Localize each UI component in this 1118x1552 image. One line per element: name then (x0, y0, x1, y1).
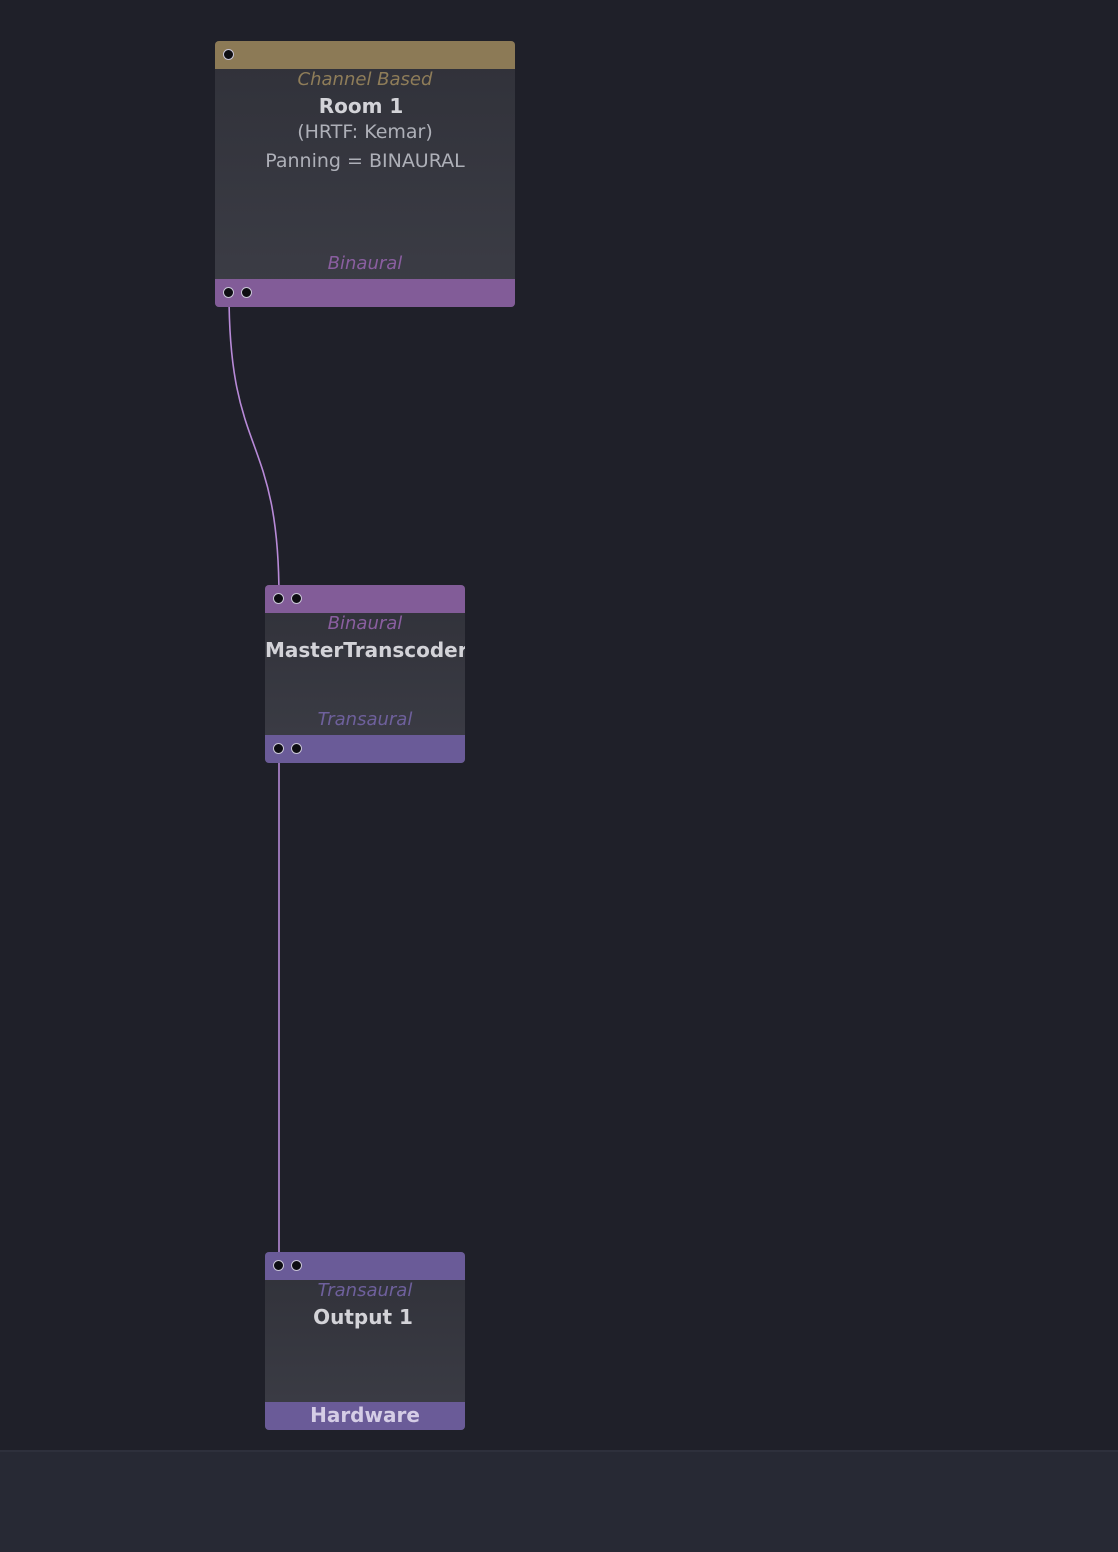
panning-label: Panning = BINAURAL (265, 150, 465, 172)
input-port-right[interactable] (291, 1260, 302, 1271)
node-output[interactable]: Transaural Output 1 Hardware (265, 1252, 465, 1430)
input-port-bar (265, 585, 465, 613)
output-port-right[interactable] (291, 743, 302, 754)
output-format-label: Binaural (327, 253, 403, 274)
hardware-label: Hardware (310, 1403, 420, 1427)
input-format-label: Channel Based (297, 69, 433, 90)
input-port[interactable] (223, 49, 234, 60)
node-title: Output 1 (313, 1305, 413, 1329)
input-format-label: Transaural (317, 1280, 413, 1301)
output-format-label: Transaural (317, 709, 413, 730)
hardware-bar: Hardware (265, 1402, 465, 1430)
input-port-left[interactable] (273, 593, 284, 604)
node-title: MasterTranscoder (265, 638, 465, 662)
connection-layer (228, 292, 280, 1265)
output-port-left[interactable] (223, 287, 234, 298)
input-port-bar (265, 1252, 465, 1280)
node-room[interactable]: Channel Based Room 1 (HRTF: Kemar) Panni… (215, 41, 515, 307)
hrtf-label: (HRTF: Kemar) (297, 121, 433, 143)
output-port-right[interactable] (241, 287, 252, 298)
connection-room-to-transcoder[interactable] (228, 292, 280, 599)
input-port-bar (215, 41, 515, 69)
input-port-left[interactable] (273, 1260, 284, 1271)
output-port-left[interactable] (273, 743, 284, 754)
input-port-right[interactable] (291, 593, 302, 604)
node-graph-canvas[interactable]: Channel Based Room 1 (HRTF: Kemar) Panni… (0, 0, 1118, 1450)
output-port-bar (265, 735, 465, 763)
input-format-label: Binaural (327, 613, 403, 634)
node-title: Room 1 (318, 94, 404, 118)
output-port-bar (215, 279, 515, 307)
bottom-panel (0, 1450, 1118, 1552)
node-master-transcoder[interactable]: Binaural MasterTranscoder Transaural (265, 585, 465, 763)
